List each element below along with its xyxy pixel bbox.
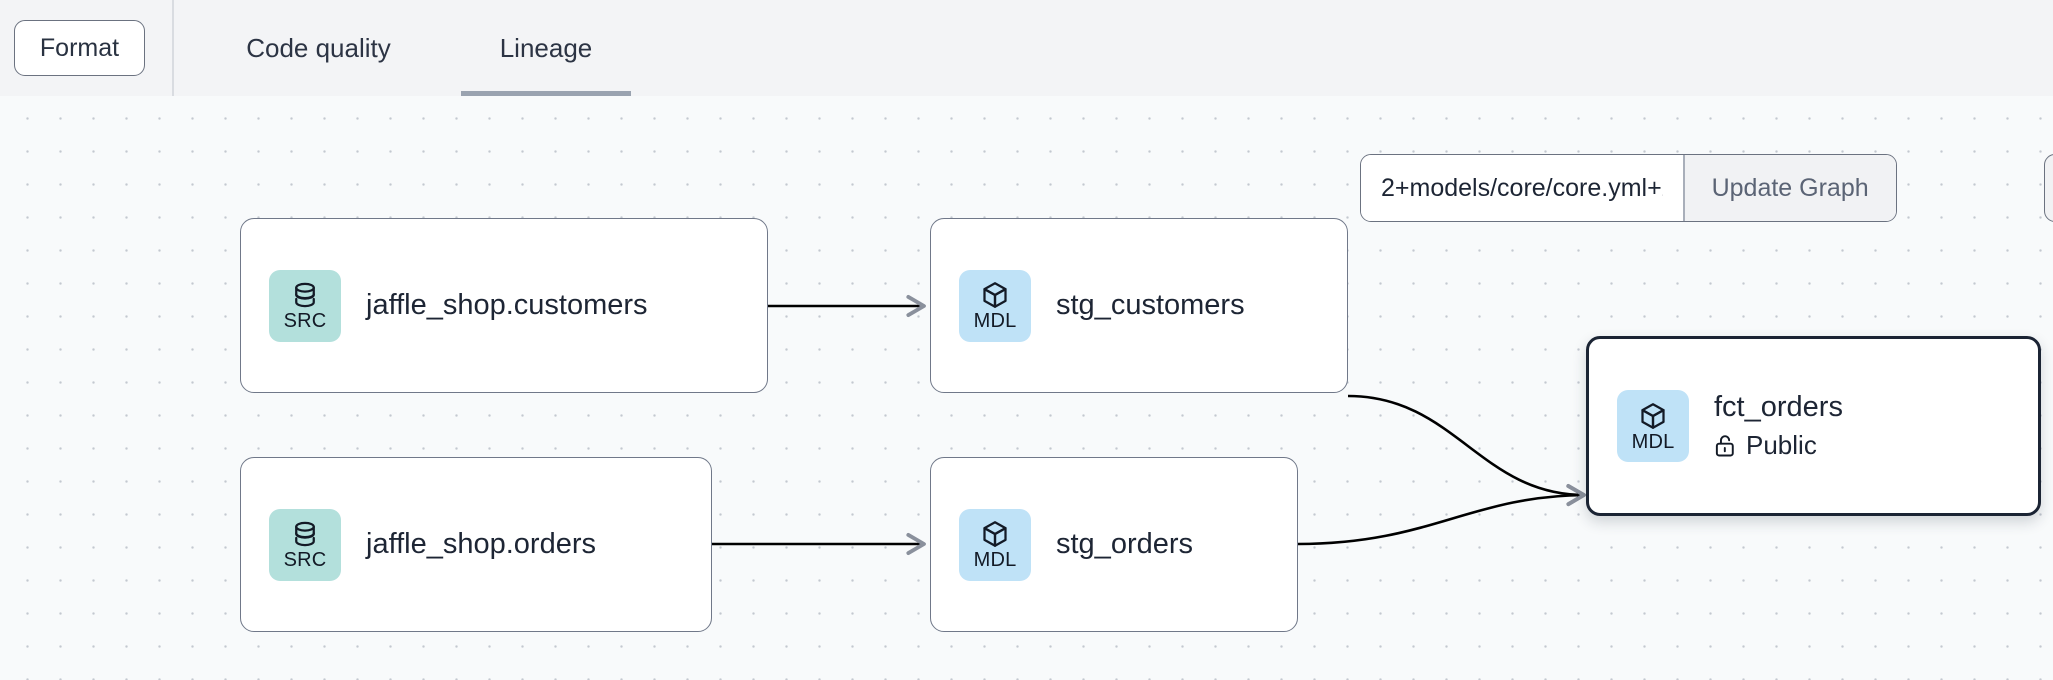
- node-badge-label: SRC: [283, 310, 327, 332]
- node-badge-label: MDL: [973, 549, 1017, 571]
- graph-selector-input[interactable]: [1361, 155, 1683, 221]
- toolbar-divider: [172, 0, 174, 96]
- controls-divider: [1683, 155, 1685, 221]
- node-access-label: Public: [1746, 429, 1817, 460]
- unlock-icon: [1715, 434, 1734, 457]
- node-badge-src: SRC: [269, 269, 341, 342]
- node-badge-label: MDL: [973, 310, 1017, 332]
- database-icon: [295, 282, 315, 308]
- cube-icon: [1641, 402, 1665, 429]
- node-title: stg_customers: [1056, 288, 1245, 321]
- node-body: jaffle_shop.customers: [366, 289, 648, 322]
- node-title: stg_orders: [1056, 527, 1194, 560]
- node-title: jaffle_shop.orders: [366, 527, 597, 560]
- lineage-node-stg-customers[interactable]: MDL stg_customers: [930, 218, 1348, 393]
- update-graph-button[interactable]: Update Graph: [1684, 155, 1896, 221]
- node-badge-src: SRC: [269, 508, 341, 581]
- edge-stg-orders-to-fct-orders: [1297, 484, 1586, 546]
- node-title: jaffle_shop.customers: [366, 288, 648, 321]
- tab-lineage[interactable]: Lineage: [461, 0, 631, 96]
- graph-controls: Update Graph: [1360, 154, 1897, 222]
- node-body: fct_orders Public: [1714, 391, 1843, 460]
- format-button[interactable]: Format: [14, 20, 145, 76]
- lineage-node-jaffle-shop-customers[interactable]: SRC jaffle_shop.customers: [240, 218, 768, 393]
- tab-active-indicator: [461, 91, 631, 96]
- cube-icon: [983, 521, 1007, 547]
- tab-code-quality[interactable]: Code quality: [226, 0, 411, 96]
- top-toolbar: Format Code quality Lineage: [0, 0, 2053, 96]
- overflow-control-panel[interactable]: [2044, 154, 2053, 222]
- edge-stg-customers-to-fct-orders: [1347, 394, 1586, 507]
- node-title: fct_orders: [1714, 391, 1843, 424]
- node-body: stg_customers: [1056, 289, 1245, 322]
- lineage-canvas[interactable]: SRC jaffle_shop.customers SRC jaffle_sho…: [0, 96, 2053, 680]
- lineage-node-jaffle-shop-orders[interactable]: SRC jaffle_shop.orders: [240, 457, 712, 632]
- node-badge-label: MDL: [1631, 430, 1675, 453]
- node-badge-label: SRC: [283, 549, 327, 571]
- node-body: jaffle_shop.orders: [366, 528, 596, 561]
- node-badge-mdl: MDL: [959, 269, 1031, 342]
- database-icon: [295, 521, 315, 547]
- tab-code-quality-label: Code quality: [246, 32, 391, 63]
- node-badge-mdl: MDL: [959, 508, 1031, 581]
- node-access-row: Public: [1714, 430, 1843, 461]
- node-badge-mdl: MDL: [1617, 390, 1689, 462]
- lineage-node-stg-orders[interactable]: MDL stg_orders: [930, 457, 1298, 632]
- toolbar-left-group: Format: [0, 0, 172, 96]
- cube-icon: [983, 282, 1007, 308]
- node-body: stg_orders: [1056, 528, 1193, 561]
- lineage-node-fct-orders[interactable]: MDL fct_orders Public: [1586, 336, 2041, 516]
- tab-bar: Code quality Lineage: [172, 0, 631, 96]
- tab-lineage-label: Lineage: [499, 32, 593, 63]
